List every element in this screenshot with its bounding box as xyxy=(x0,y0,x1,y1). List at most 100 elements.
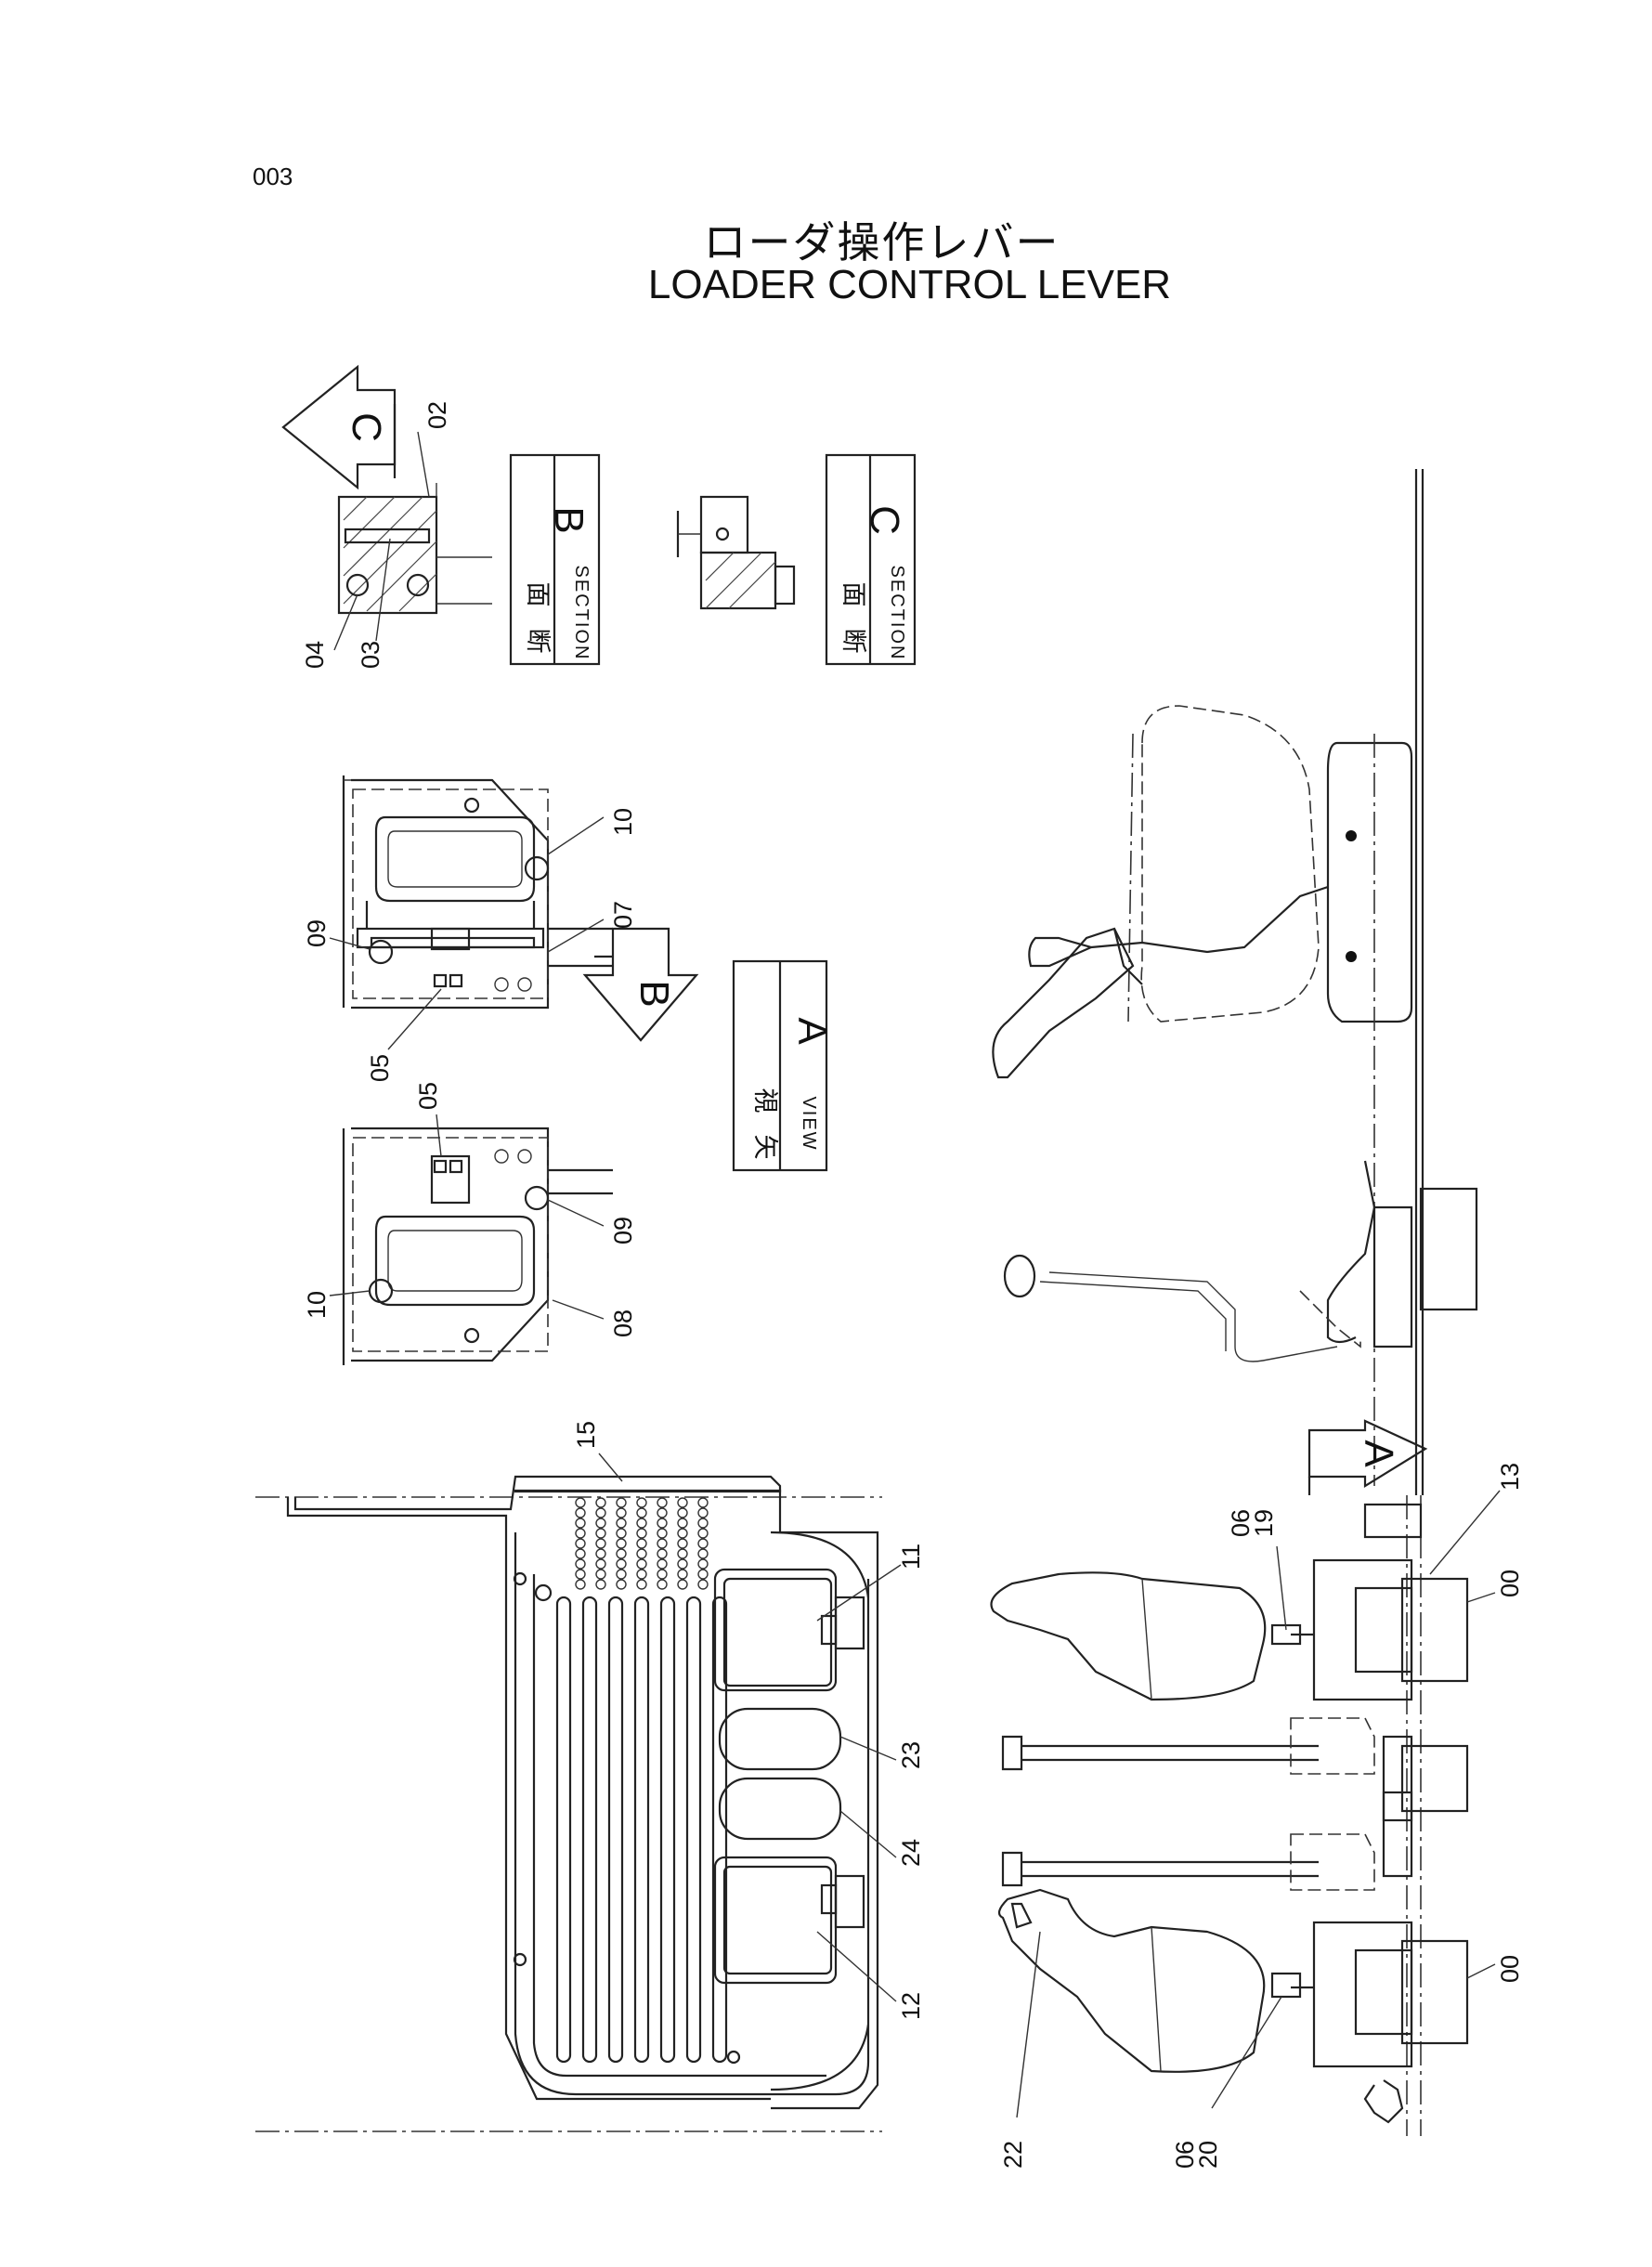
title-english: LOADER CONTROL LEVER xyxy=(647,262,1172,307)
vent-hole xyxy=(616,1569,627,1580)
vent-hole xyxy=(697,1507,709,1518)
section-c-en: SECTION xyxy=(887,566,907,661)
callout-11: 11 xyxy=(897,1544,925,1570)
vent-hole xyxy=(595,1497,606,1508)
callout-04: 04 xyxy=(301,641,329,669)
vent-hole xyxy=(636,1497,647,1508)
view-a-letter: A xyxy=(789,1017,835,1045)
callout-10a: 10 xyxy=(609,808,637,836)
vent-hole xyxy=(616,1507,627,1518)
section-b-en: SECTION xyxy=(571,566,592,661)
vent-hole xyxy=(677,1518,688,1529)
arrow-c-letter: C xyxy=(344,412,389,442)
callout-13: 13 xyxy=(1496,1463,1524,1491)
section-c-label: C 面 断 SECTION xyxy=(825,453,917,666)
view-c-arrow-icon: C xyxy=(281,364,397,490)
vent-hole xyxy=(575,1518,586,1529)
section-c-letter: C xyxy=(862,505,907,535)
callout-09a: 09 xyxy=(303,919,331,947)
callout-02: 02 xyxy=(423,401,451,429)
callout-23: 23 xyxy=(897,1741,925,1769)
vent-hole xyxy=(657,1507,668,1518)
vent-hole xyxy=(595,1548,606,1559)
callout-00a: 00 xyxy=(1496,1570,1524,1597)
title-japanese: ローダ操作レバー xyxy=(703,217,1060,267)
callout-15: 15 xyxy=(572,1421,600,1449)
view-b-arrow-icon: B xyxy=(582,927,699,1042)
vent-hole xyxy=(636,1569,647,1580)
callout-19: 19 xyxy=(1250,1509,1278,1537)
vent-holes xyxy=(575,1497,709,1590)
vent-hole xyxy=(677,1528,688,1539)
vent-hole xyxy=(595,1507,606,1518)
vent-hole xyxy=(575,1579,586,1590)
vent-hole xyxy=(636,1507,647,1518)
callout-00b: 00 xyxy=(1496,1955,1524,1983)
section-c-jp-top: 断 xyxy=(839,629,867,654)
vent-hole xyxy=(595,1558,606,1570)
vent-hole xyxy=(636,1548,647,1559)
view-a-jp-top: 矢 xyxy=(751,1135,779,1160)
vent-hole xyxy=(677,1497,688,1508)
vent-hole xyxy=(677,1569,688,1580)
callout-22: 22 xyxy=(999,2141,1027,2169)
view-a-label: A 視 矢 VIEW xyxy=(732,959,835,1172)
vent-hole xyxy=(616,1528,627,1539)
callout-06b: 06 xyxy=(1171,2141,1199,2169)
vent-hole xyxy=(575,1558,586,1570)
vent-hole xyxy=(677,1507,688,1518)
panel-slot xyxy=(607,1596,624,2064)
vent-hole xyxy=(636,1579,647,1590)
vent-hole xyxy=(677,1558,688,1570)
vent-hole xyxy=(595,1518,606,1529)
view-a-arrow-icon: A xyxy=(1307,1419,1428,1495)
arrow-b-letter: B xyxy=(631,980,677,1007)
panel-slot xyxy=(659,1596,676,2064)
bracket-07-drawing xyxy=(342,775,613,1010)
vent-hole xyxy=(636,1538,647,1549)
vent-hole xyxy=(677,1538,688,1549)
panel-slot xyxy=(685,1596,702,2064)
vent-hole xyxy=(575,1507,586,1518)
vent-hole xyxy=(677,1548,688,1559)
callout-06a: 06 xyxy=(1227,1509,1255,1537)
vent-hole xyxy=(697,1548,709,1559)
vent-hole xyxy=(575,1548,586,1559)
callout-20: 20 xyxy=(1194,2141,1222,2169)
section-b-jp-top: 断 xyxy=(524,629,552,654)
vent-hole xyxy=(697,1558,709,1570)
arrow-a-letter: A xyxy=(1356,1440,1401,1467)
callout-24: 24 xyxy=(897,1839,925,1867)
callout-09b: 09 xyxy=(609,1217,637,1244)
view-a-jp-bottom: 視 xyxy=(751,1088,779,1114)
vent-hole xyxy=(697,1528,709,1539)
callout-05a: 05 xyxy=(366,1054,394,1082)
vent-hole xyxy=(697,1497,709,1508)
vent-hole xyxy=(575,1569,586,1580)
section-b-drawing xyxy=(337,495,492,615)
vent-hole xyxy=(657,1528,668,1539)
control-panel-top-view xyxy=(255,1475,882,2132)
vent-hole xyxy=(595,1579,606,1590)
view-a-en: VIEW xyxy=(799,1096,819,1151)
vent-hole xyxy=(616,1579,627,1590)
vent-hole xyxy=(657,1579,668,1590)
section-c-jp-bottom: 面 xyxy=(839,582,867,607)
bracket-08-drawing xyxy=(342,1127,613,1365)
vent-hole xyxy=(595,1569,606,1580)
panel-slot xyxy=(581,1596,598,2064)
vent-hole xyxy=(575,1497,586,1508)
vent-hole xyxy=(636,1528,647,1539)
callout-05b: 05 xyxy=(414,1082,442,1110)
vent-hole xyxy=(636,1518,647,1529)
vent-hole xyxy=(697,1579,709,1590)
vent-hole xyxy=(657,1497,668,1508)
vent-hole xyxy=(616,1558,627,1570)
panel-slot xyxy=(555,1596,572,2064)
seat-side-view xyxy=(992,469,1478,1495)
page-number: 003 xyxy=(253,163,293,190)
callout-10b: 10 xyxy=(303,1291,331,1319)
vent-hole xyxy=(657,1569,668,1580)
section-b-jp-bottom: 面 xyxy=(524,582,552,607)
